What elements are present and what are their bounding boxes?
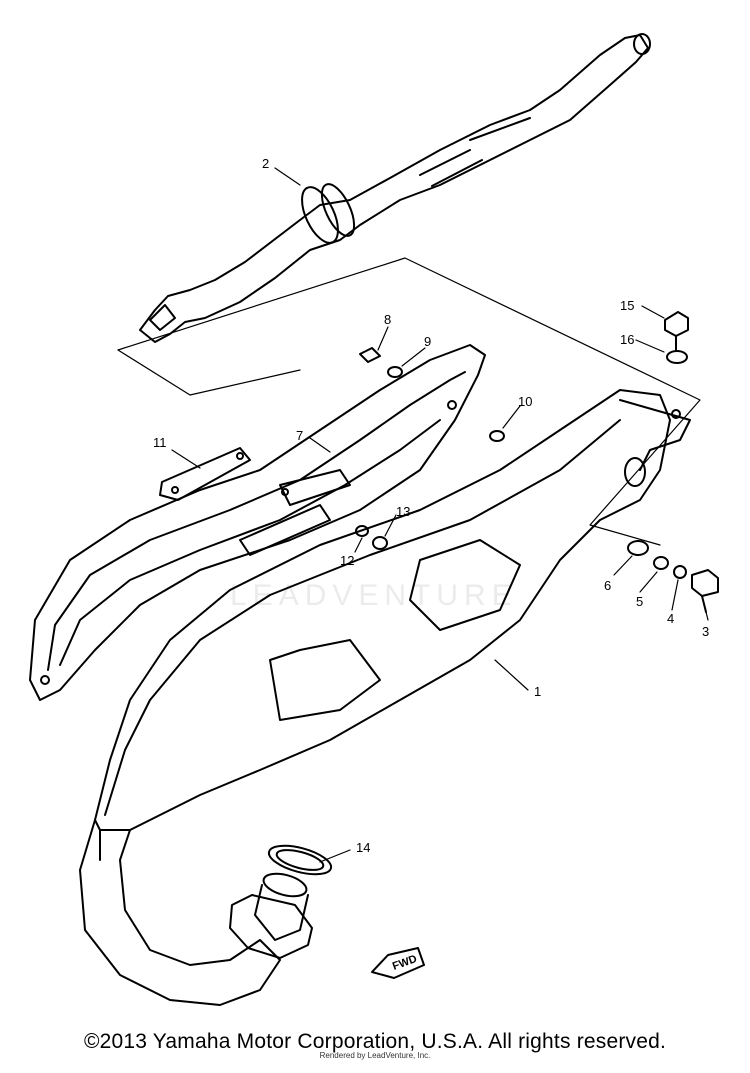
callout-4: 4 bbox=[667, 611, 674, 626]
callout-12: 12 bbox=[340, 553, 354, 568]
callout-2: 2 bbox=[262, 156, 269, 171]
expansion-chamber bbox=[79, 389, 691, 1006]
callout-7: 7 bbox=[296, 428, 303, 443]
callout-15: 15 bbox=[620, 298, 634, 313]
renderer-credit: Rendered by LeadVenture, Inc. bbox=[319, 1051, 431, 1060]
hardware bbox=[355, 311, 719, 613]
callout-16: 16 bbox=[620, 332, 634, 347]
callout-1: 1 bbox=[534, 684, 541, 699]
reference-outline bbox=[117, 257, 701, 546]
callout-6: 6 bbox=[604, 578, 611, 593]
callout-9: 9 bbox=[424, 334, 431, 349]
heat-shield bbox=[29, 344, 486, 701]
callout-5: 5 bbox=[636, 594, 643, 609]
tail-pipe bbox=[139, 33, 651, 343]
copyright-text: ©2013 Yamaha Motor Corporation, U.S.A. A… bbox=[83, 1030, 667, 1053]
leader-lines bbox=[171, 167, 709, 863]
watermark: LEADVENTURE bbox=[230, 579, 518, 612]
callout-3: 3 bbox=[702, 624, 709, 639]
callout-8: 8 bbox=[384, 312, 391, 327]
exhaust-flange bbox=[229, 844, 333, 959]
callout-14: 14 bbox=[356, 840, 370, 855]
bracket-plate bbox=[159, 447, 251, 501]
callout-10: 10 bbox=[518, 394, 532, 409]
callout-13: 13 bbox=[396, 504, 410, 519]
callout-11: 11 bbox=[153, 435, 167, 450]
callout-labels: 1 2 3 4 5 6 7 8 9 10 11 12 13 14 15 16 F… bbox=[153, 156, 709, 973]
fwd-arrow-icon bbox=[371, 947, 425, 979]
